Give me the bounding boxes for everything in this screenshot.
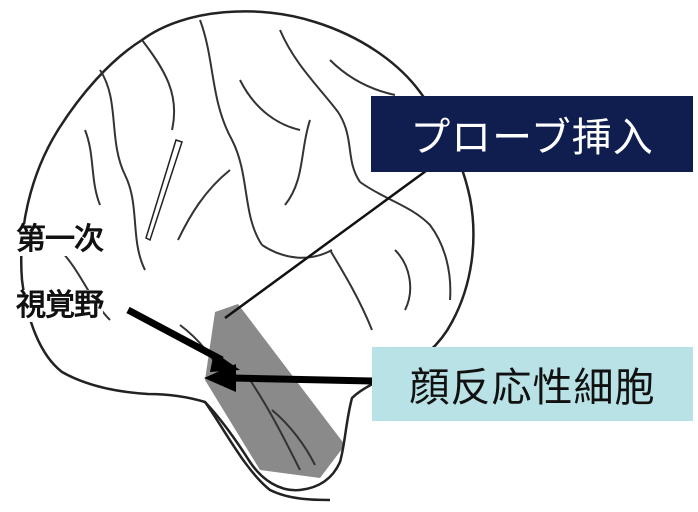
probe-needle: [145, 139, 183, 242]
probe-insertion-label: プローブ挿入: [371, 96, 693, 172]
probe-track-line: [224, 166, 431, 320]
v1-label-line2: 視覚野: [16, 288, 104, 323]
sulci-lines: [59, 19, 452, 471]
face-responsive-region: [205, 304, 345, 478]
temporal-pole-outline: [203, 401, 331, 502]
face-cells-arrow: [204, 364, 373, 392]
brain-outline: [20, 10, 475, 492]
face-responsive-cells-label: 顔反応性細胞: [372, 347, 693, 421]
v1-label-line1: 第一次: [16, 222, 104, 257]
